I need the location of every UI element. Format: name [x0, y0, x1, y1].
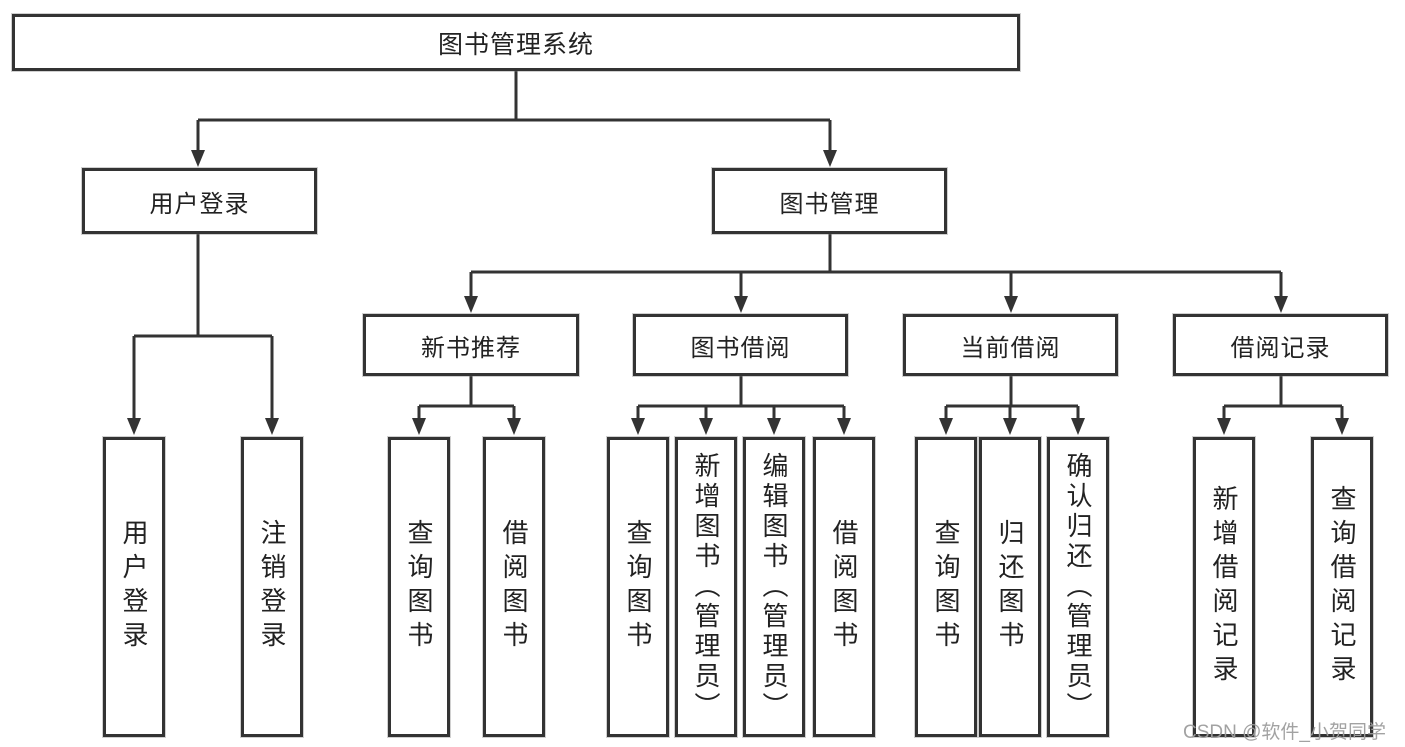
node-leaf-query-books-2: 查询图书: [607, 437, 669, 737]
arrowhead: [631, 418, 645, 435]
node-leaf-borrow-books-1: 借阅图书: [483, 437, 545, 737]
arrowhead: [191, 150, 205, 167]
connector-root-to-level2: [196, 71, 832, 152]
node-leaf-query-books-1: 查询图书: [388, 437, 450, 737]
connector-userlogin-to-leaves: [132, 234, 274, 420]
node-leaf-logout: 注销登录: [241, 437, 303, 737]
node-leaf-query-books-3: 查询图书: [915, 437, 977, 737]
arrowhead: [699, 418, 713, 435]
connector-bookborrow-to-leaves: [636, 376, 846, 420]
arrowhead: [507, 418, 521, 435]
node-system-root: 图书管理系统: [12, 14, 1020, 71]
node-leaf-edit-books-admin: 编辑图书（管理员）: [743, 437, 805, 737]
arrowhead: [1274, 296, 1288, 313]
node-leaf-query-borrow-record: 查询借阅记录: [1311, 437, 1373, 737]
arrowhead: [1003, 418, 1017, 435]
node-leaf-user-login: 用户登录: [103, 437, 165, 737]
node-current-borrow: 当前借阅: [903, 314, 1118, 376]
arrowhead: [837, 418, 851, 435]
arrowhead: [412, 418, 426, 435]
arrowhead: [767, 418, 781, 435]
node-user-login: 用户登录: [82, 168, 317, 234]
node-book-borrow: 图书借阅: [633, 314, 848, 376]
node-leaf-add-books-admin: 新增图书（管理员）: [675, 437, 737, 737]
node-leaf-confirm-return-admin: 确认归还（管理员）: [1047, 437, 1109, 737]
connector-newbookrec-to-leaves: [417, 376, 516, 420]
node-leaf-add-borrow-record: 新增借阅记录: [1193, 437, 1255, 737]
arrowhead: [1217, 418, 1231, 435]
arrowhead: [127, 418, 141, 435]
node-book-management: 图书管理: [712, 168, 947, 234]
arrowhead: [1335, 418, 1349, 435]
arrowhead: [1071, 418, 1085, 435]
arrowhead: [939, 418, 953, 435]
node-new-book-recommend: 新书推荐: [363, 314, 579, 376]
node-leaf-borrow-books-2: 借阅图书: [813, 437, 875, 737]
node-leaf-return-books: 归还图书: [979, 437, 1041, 737]
connector-borrowrecords-to-leaves: [1222, 376, 1344, 420]
arrowhead: [1004, 296, 1018, 313]
arrowhead: [823, 150, 837, 167]
arrowhead: [265, 418, 279, 435]
node-borrow-records: 借阅记录: [1173, 314, 1388, 376]
csdn-watermark: CSDN @软件_小贺同学: [1183, 722, 1386, 743]
arrowhead: [464, 296, 478, 313]
arrowhead: [734, 296, 748, 313]
connector-bookmgmt-to-level3: [469, 234, 1283, 298]
connector-currentborrow-to-leaves: [944, 376, 1080, 420]
